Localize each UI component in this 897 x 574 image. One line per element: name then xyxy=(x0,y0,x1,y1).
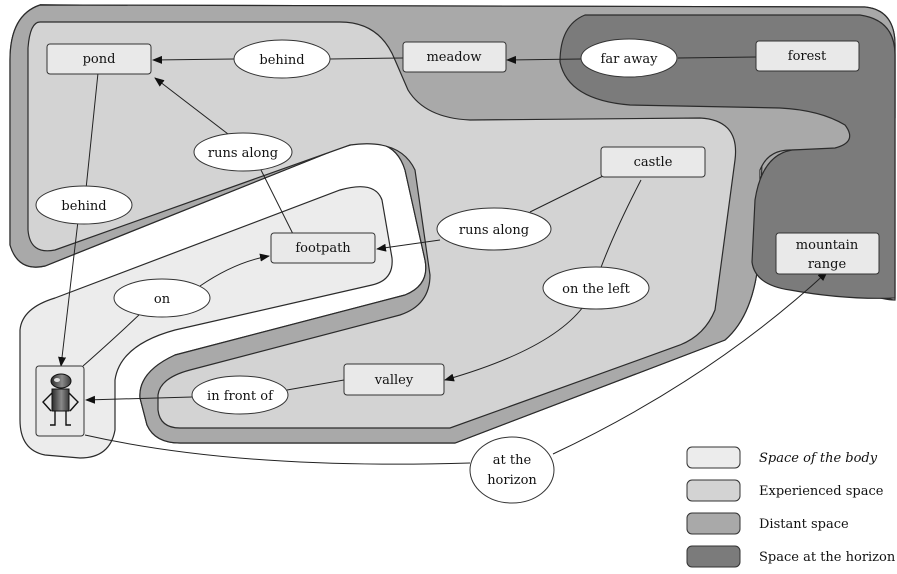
node-forest: forest xyxy=(755,40,860,72)
node-pond: pond xyxy=(46,43,152,75)
edge-behind-figure xyxy=(58,220,79,367)
relation-behind-left: behind xyxy=(35,185,133,225)
mountain-label-line2: range xyxy=(808,257,847,272)
edge-infrontof-figure xyxy=(85,395,193,404)
edge-runsalong-footpath xyxy=(376,239,441,252)
edge-castle-runsalong xyxy=(529,175,604,213)
behind-top-label: behind xyxy=(259,53,304,68)
relation-on-the-left: on the left xyxy=(542,266,650,310)
behind-left-label: behind xyxy=(61,199,106,214)
relation-at-the-horizon: at the horizon xyxy=(469,436,555,504)
valley-label: valley xyxy=(374,373,414,388)
legend-swatch xyxy=(686,479,741,502)
edge-faraway-meadow xyxy=(506,55,582,64)
relation-on: on xyxy=(113,278,211,318)
footpath-label: footpath xyxy=(295,241,351,256)
legend-swatch xyxy=(686,512,741,535)
legend-item: Experienced space xyxy=(686,479,884,502)
on-the-left-label: on the left xyxy=(562,282,630,297)
edge-on-footpath xyxy=(199,253,270,287)
relation-runs-along-right: runs along xyxy=(436,207,552,251)
horizon-space-region xyxy=(559,14,896,299)
node-meadow: meadow xyxy=(402,41,507,73)
edge-behind-pond xyxy=(152,55,235,64)
legend-label: Space at the horizon xyxy=(759,550,896,565)
pond-label: pond xyxy=(83,52,116,67)
legend-label: Distant space xyxy=(759,517,849,532)
node-mountain-range: mountain range xyxy=(775,232,880,275)
horizon-label-line1: at the xyxy=(493,453,532,468)
forest-label: forest xyxy=(788,49,827,64)
on-label: on xyxy=(154,292,171,307)
person-icon xyxy=(35,365,85,437)
relation-far-away: far away xyxy=(580,38,678,78)
edge-meadow-behind xyxy=(329,57,404,60)
edge-footpath-runsalong xyxy=(259,167,294,235)
node-castle: castle xyxy=(600,146,706,178)
node-footpath: footpath xyxy=(270,232,376,264)
legend-item: Space at the horizon xyxy=(686,545,896,568)
horizon-label-line2: horizon xyxy=(487,473,537,488)
relation-in-front-of: in front of xyxy=(191,375,289,415)
edge-runsalong-pond xyxy=(154,77,229,135)
far-away-label: far away xyxy=(601,52,659,67)
edge-figure-horizon xyxy=(84,434,471,465)
runs-along-left-label: runs along xyxy=(208,146,278,161)
experienced-space-region xyxy=(27,21,737,429)
legend-item: Distant space xyxy=(686,512,849,535)
edge-valley-infrontof xyxy=(286,379,345,391)
meadow-label: meadow xyxy=(426,50,481,65)
legend-swatch xyxy=(686,545,741,568)
edge-castle-ontheleft xyxy=(599,179,642,271)
legend-swatch xyxy=(686,446,741,469)
runs-along-right-label: runs along xyxy=(459,223,529,238)
edge-horizon-mountain xyxy=(552,271,828,455)
relation-runs-along-left: runs along xyxy=(193,132,293,172)
edge-forest-faraway xyxy=(677,56,757,59)
edge-ontheleft-valley xyxy=(444,306,584,382)
relation-behind-top: behind xyxy=(233,39,331,79)
legend-item: Space of the body xyxy=(686,446,878,469)
castle-label: castle xyxy=(634,155,673,170)
edge-pond-behind xyxy=(85,72,99,190)
legend-label: Experienced space xyxy=(759,484,884,499)
legend-label: Space of the body xyxy=(759,451,878,466)
edge-figure-on xyxy=(82,312,142,367)
in-front-of-label: in front of xyxy=(207,389,274,404)
mountain-label-line1: mountain xyxy=(796,238,859,253)
node-valley: valley xyxy=(343,363,445,396)
